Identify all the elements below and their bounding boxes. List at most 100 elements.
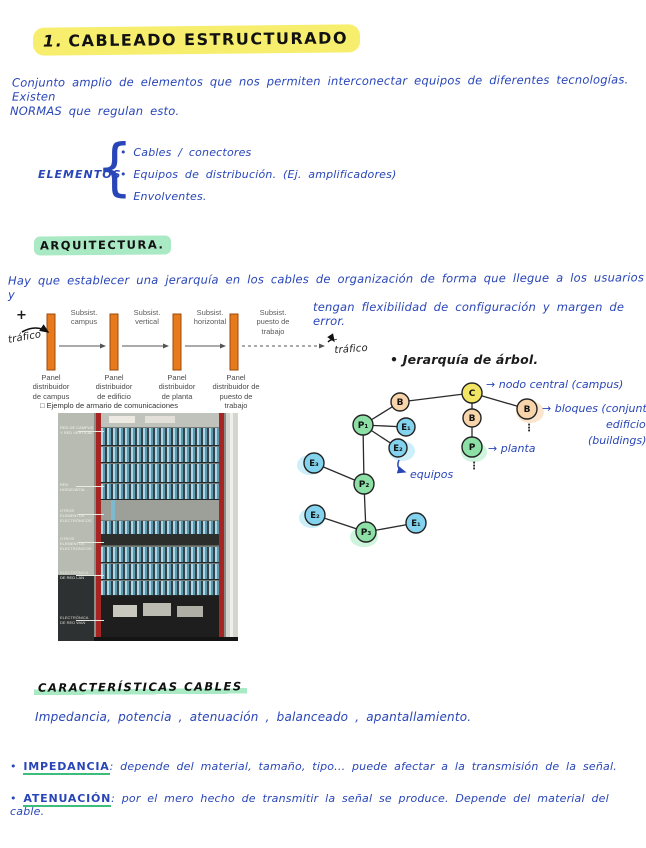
- photo-label: Otros elementos electrónicos: [60, 536, 92, 551]
- traffic-in-arrow: [21, 324, 50, 333]
- cable-band: [101, 483, 219, 500]
- arrow-right-icon: →: [542, 402, 552, 415]
- term-atenuacion: ATENUACIÓN: [23, 792, 112, 807]
- title-number: 1.: [42, 31, 64, 51]
- square-bullet-icon: □: [40, 401, 45, 410]
- annotation-equipos: equipos: [410, 468, 454, 481]
- bullet-icon: •: [120, 146, 127, 159]
- cable-band: [101, 563, 219, 580]
- tree-node-block: [516, 398, 538, 420]
- photo-label: Otros elementos electrónicos: [60, 508, 92, 523]
- cabinet-photo: Red de campus y red vertical Red horizon…: [58, 413, 238, 641]
- panel-label-puesto: Panel distribuidor de puesto de trabajo: [212, 373, 260, 411]
- hanging-cable: [111, 500, 115, 520]
- title-text: CABLEADO ESTRUCTURADO: [68, 28, 349, 51]
- bullet-icon: •: [10, 760, 17, 773]
- tree-node-block: [462, 408, 482, 428]
- cabinet-rail-left: [96, 413, 101, 641]
- tree-diagram: • Jerarquía de árbol.: [292, 352, 646, 570]
- cable-band: [101, 546, 219, 563]
- tree-graphics: C B B B P P₁ E₁ E₂ E₃ P₂ E₂ P₃ E₁: [297, 382, 544, 547]
- node-label: P₃: [361, 528, 372, 538]
- photo-caption: □ Ejemplo de armario de comunicaciones: [40, 401, 178, 410]
- equipment-box: [143, 603, 171, 616]
- intro-line-1: Conjunto amplio de elementos que nos per…: [11, 72, 629, 104]
- annotation-bloques: → bloques (conjunto: [542, 402, 646, 415]
- elementos-brace: {: [96, 130, 133, 204]
- node-label: P: [469, 443, 476, 453]
- ellipsis-dots: ⋮: [524, 423, 534, 434]
- panel-bar-campus: [46, 313, 56, 371]
- photo-label-line: [78, 514, 104, 515]
- tree-node-equipment: [405, 512, 427, 534]
- node-label: P₁: [358, 421, 369, 431]
- cable-band: [101, 520, 219, 535]
- tree-node-plant: [352, 414, 374, 436]
- panel-label-campus: Panel distribuidor de campus: [32, 373, 70, 401]
- subsystem-diagram: + tráfico - tráfico Subsist. campus Subs…: [7, 306, 368, 410]
- annotation-bloques-3: (buildings): [588, 434, 646, 447]
- photo-shadow: [94, 637, 238, 641]
- list-item: • Envolventes.: [120, 190, 207, 203]
- section-heading-caracteristicas: CARACTERÍSTICAS CABLES: [33, 676, 247, 696]
- node-label: P₂: [359, 480, 370, 490]
- tree-node-equipment: [304, 504, 326, 526]
- panel-bar-puesto: [229, 313, 239, 371]
- caracteristicas-summary: Impedancia, potencia , atenuación , bala…: [35, 710, 472, 724]
- cabinet-rail-right: [219, 413, 224, 641]
- network-device: [101, 534, 219, 545]
- subsist-label-puesto: Subsist. puesto de trabajo: [256, 308, 290, 336]
- empty-shelf: [101, 500, 219, 520]
- page-title: 1. CABLEADO ESTRUCTURADO: [32, 24, 361, 56]
- tree-node-block: [390, 392, 410, 412]
- traffic-out-arrow: [327, 333, 335, 343]
- subsist-label-campus: Subsist. campus: [70, 308, 98, 327]
- photo-label: Red horizontal: [60, 482, 86, 492]
- tree-edge: [399, 392, 473, 403]
- tree-node-equipment: [396, 417, 416, 437]
- title-highlight: 1. CABLEADO ESTRUCTURADO: [32, 24, 361, 56]
- photo-label-line: [76, 575, 104, 576]
- bullet-impedancia: • IMPEDANCIA: depende del material, tama…: [10, 760, 617, 775]
- subsist-label-vertical: Subsist. vertical: [133, 308, 161, 327]
- cable-band: [101, 427, 219, 446]
- photo-label: Red de campus y red vertical: [60, 425, 94, 435]
- bullet-icon: •: [120, 168, 127, 181]
- annotation-central: → nodo central (campus): [486, 378, 624, 391]
- equipment-box: [113, 605, 137, 617]
- arquitectura-line-2: tengan flexibilidad de configuración y m…: [313, 300, 625, 328]
- annotation-planta: → planta: [488, 442, 536, 455]
- cable-band: [101, 580, 219, 596]
- traffic-plus-sign: +: [16, 308, 28, 323]
- tree-node-plant: [355, 521, 377, 543]
- panel-label-planta: Panel distribuidor de planta: [158, 373, 196, 401]
- intro-line-2: NORMAS que regulan esto.: [10, 104, 180, 118]
- list-item: • Equipos de distribución. (Ej. amplific…: [120, 168, 397, 181]
- diagram-graphics: [21, 313, 335, 371]
- photo-door-edge: [230, 413, 233, 641]
- node-label: E₂: [393, 444, 403, 454]
- bullet-icon: •: [120, 190, 127, 203]
- elementos-label: ELEMENTOS: [38, 168, 122, 181]
- tree-title: • Jerarquía de árbol.: [390, 352, 539, 367]
- section-heading-arquitectura: ARQUITECTURA.: [33, 234, 172, 256]
- panel-label-edificio: Panel distribuidor de edificio: [95, 373, 133, 401]
- panel-bar-edificio: [109, 313, 119, 371]
- photo-floor: [58, 575, 94, 641]
- arrow-right-icon: →: [486, 378, 496, 391]
- photo-label: Electrónica de red LAN: [60, 570, 89, 580]
- equipment-box: [177, 606, 203, 617]
- node-label: C: [469, 389, 476, 399]
- photo-label: Electrónica de red WAN: [60, 615, 89, 625]
- tree-node-plant: [353, 473, 375, 495]
- elementos-list: • Cables / conectores • Equipos de distr…: [120, 146, 397, 203]
- node-label: E₂: [310, 511, 320, 521]
- list-item: • Cables / conectores: [120, 146, 252, 159]
- colon: :: [111, 792, 116, 805]
- photo-label-line: [78, 431, 104, 432]
- node-label: B: [397, 398, 404, 408]
- equipment-box: [145, 416, 175, 423]
- cabinet-interior: [101, 413, 219, 641]
- tree-node-equipment: [388, 438, 408, 458]
